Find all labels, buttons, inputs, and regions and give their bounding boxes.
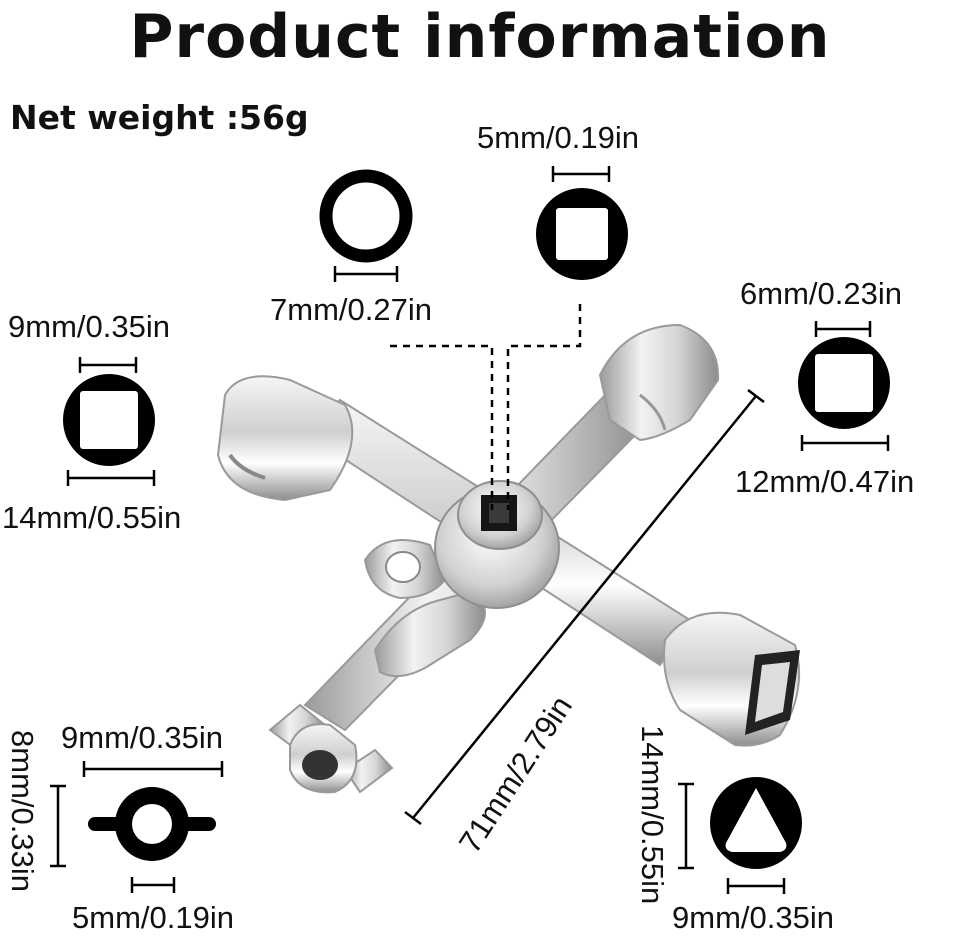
key-ring-icon (88, 787, 216, 861)
socket-upper-left (216, 375, 354, 502)
key-ring-loop (363, 539, 447, 600)
key-hub (434, 480, 560, 609)
triangle-height-dimension: 14mm/0.55in (635, 725, 670, 905)
square-5mm-icon (536, 188, 628, 280)
square-9mm-icon (63, 374, 155, 466)
key-blade (373, 590, 486, 678)
page-title: Product information (129, 2, 831, 72)
socket-upper-right (598, 323, 720, 442)
cross-key-image (216, 323, 801, 794)
square-small-dimension: 5mm/0.19in (477, 120, 639, 155)
square-left-outer-dimension: 14mm/0.55in (2, 500, 182, 535)
triangle-icon (710, 777, 802, 869)
round-hole-icon (319, 169, 413, 263)
square-right-outer-dimension: 12mm/0.47in (735, 464, 915, 499)
triangle-width-dimension: 9mm/0.35in (672, 900, 834, 935)
square-left-inner-dimension: 9mm/0.35in (8, 309, 170, 344)
round-hole-dimension: 7mm/0.27in (270, 292, 432, 327)
square-right-inner-dimension: 6mm/0.23in (740, 276, 902, 311)
key-hole-dimension: 5mm/0.19in (72, 900, 234, 935)
leader-lines (390, 304, 582, 510)
dimension-lines (50, 166, 890, 894)
key-height-dimension: 8mm/0.33in (5, 730, 40, 892)
key-width-dimension: 9mm/0.35in (61, 720, 223, 755)
net-weight-label: Net weight :56g (10, 98, 309, 137)
socket-lower-left (268, 703, 394, 794)
socket-lower-right (663, 611, 801, 747)
square-6mm-icon (798, 337, 890, 429)
